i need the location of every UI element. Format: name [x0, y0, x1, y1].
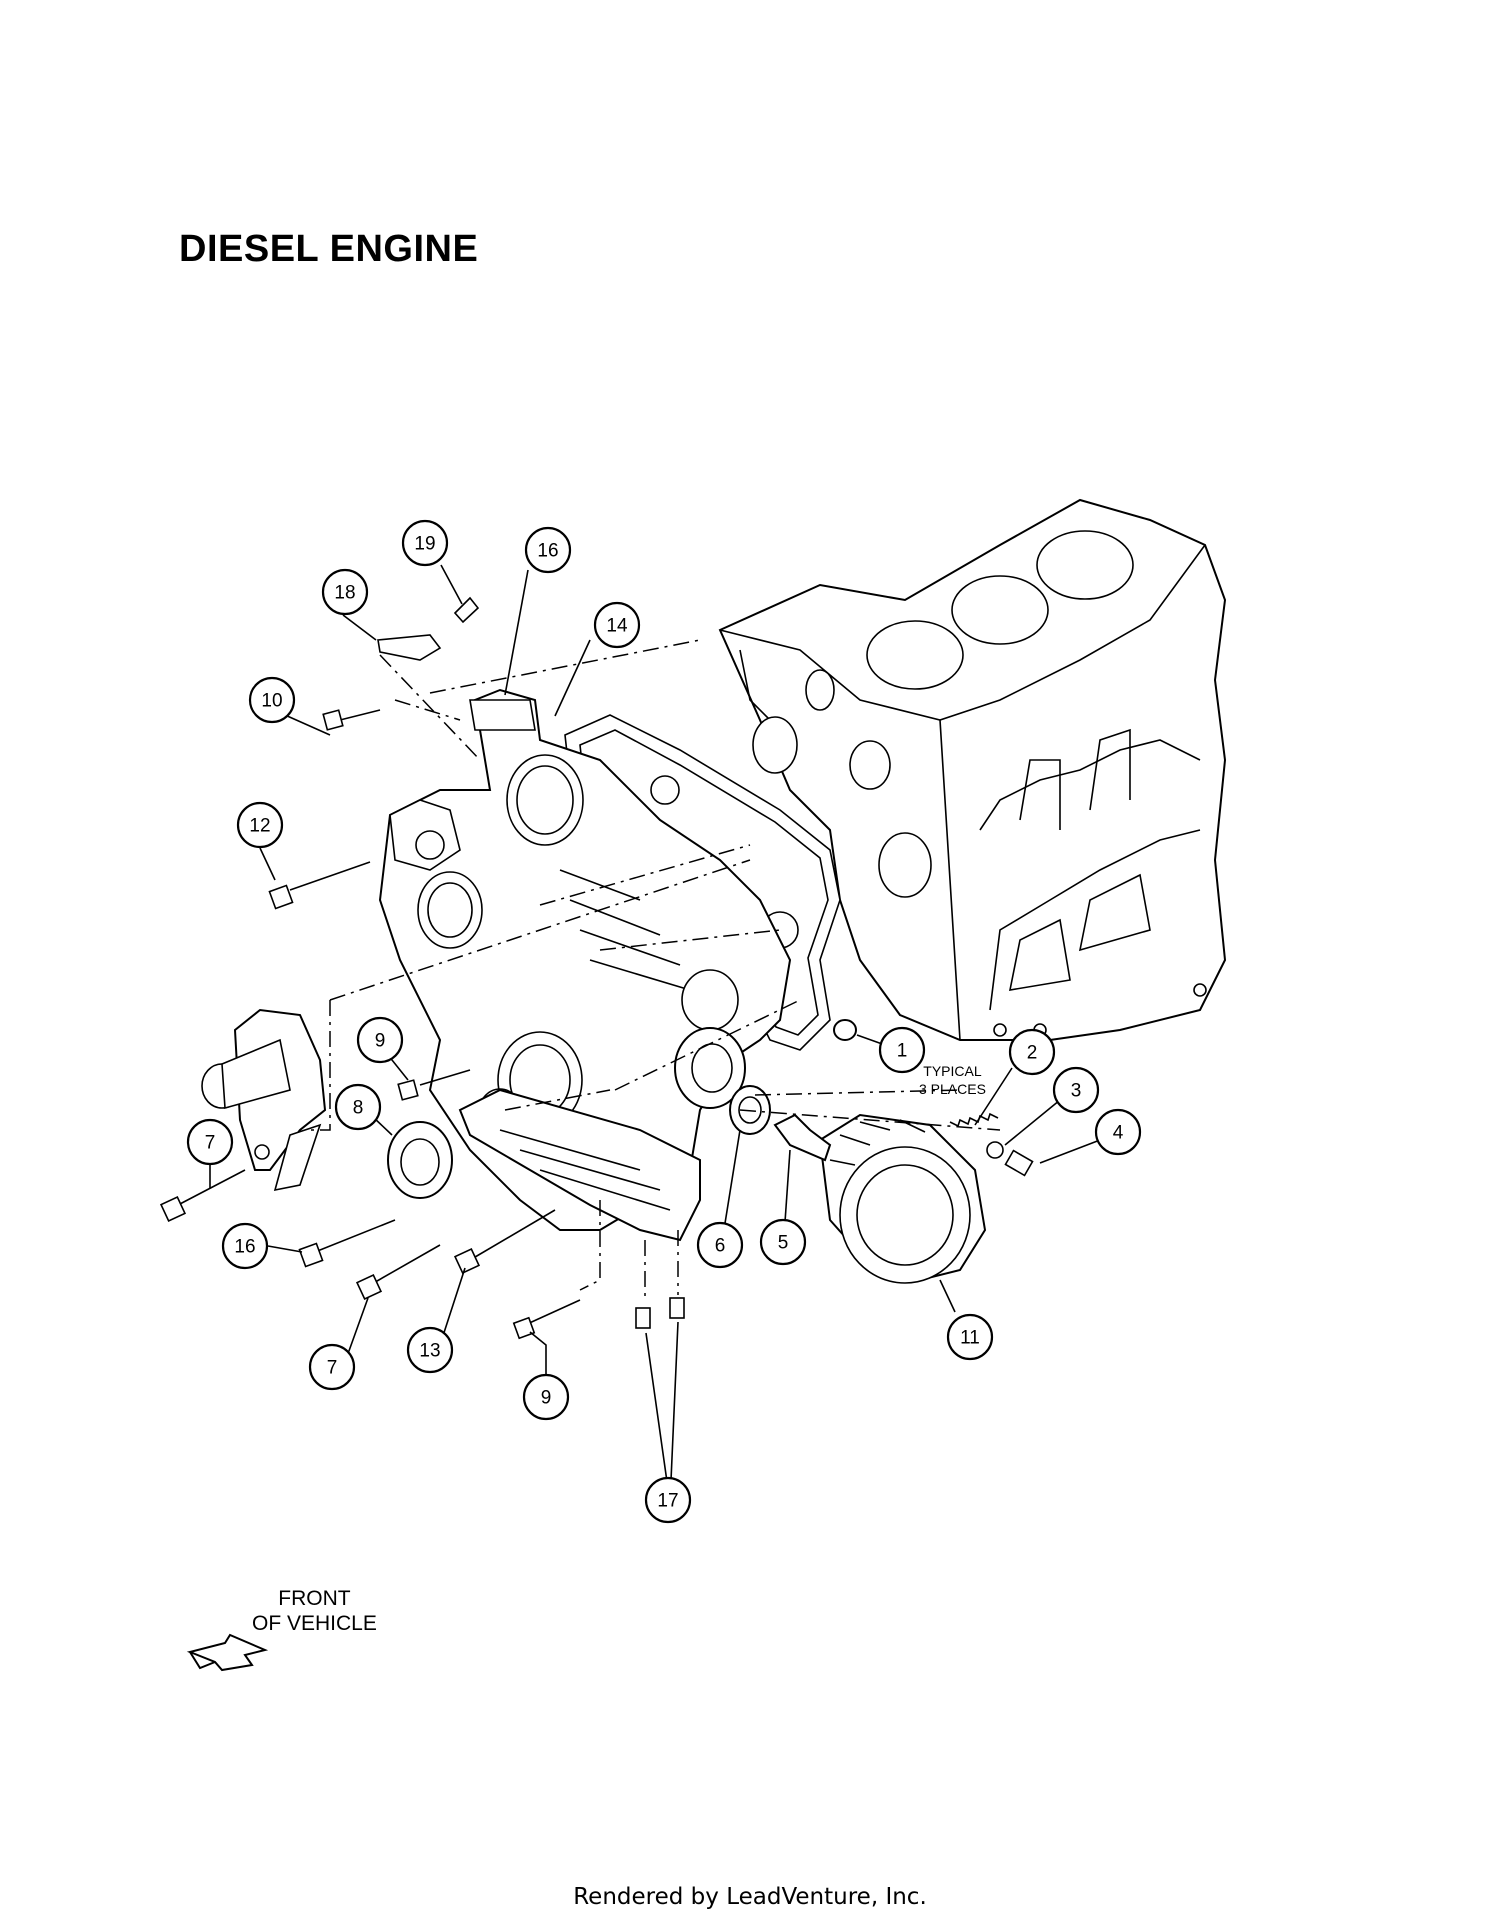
svg-text:7: 7 — [327, 1358, 338, 1379]
callout-1[interactable]: 1 — [878, 1026, 926, 1074]
callout-5[interactable]: 5 — [759, 1218, 807, 1266]
callout-9-lower[interactable]: 9 — [522, 1373, 570, 1421]
callout-18[interactable]: 18 — [321, 568, 369, 616]
callout-2[interactable]: 2 — [1008, 1028, 1056, 1076]
callout-6[interactable]: 6 — [696, 1221, 744, 1269]
svg-text:10: 10 — [261, 691, 282, 712]
front-arrow-icon — [186, 1633, 269, 1672]
callout-7-left[interactable]: 7 — [186, 1118, 234, 1166]
typical-line1: TYPICAL — [923, 1063, 982, 1079]
svg-text:12: 12 — [249, 816, 270, 837]
callout-16-top[interactable]: 16 — [524, 526, 572, 574]
svg-text:7: 7 — [205, 1133, 216, 1154]
svg-text:16: 16 — [234, 1237, 255, 1258]
callout-12[interactable]: 12 — [236, 801, 284, 849]
callout-19[interactable]: 19 — [401, 519, 449, 567]
callout-8[interactable]: 8 — [334, 1083, 382, 1131]
front-line1: FRONT — [278, 1587, 351, 1610]
svg-text:8: 8 — [353, 1098, 364, 1119]
callout-7-bottom[interactable]: 7 — [308, 1343, 356, 1391]
typical-line2: 3 PLACES — [919, 1081, 986, 1097]
svg-text:6: 6 — [715, 1236, 726, 1257]
callout-10[interactable]: 10 — [248, 676, 296, 724]
svg-text:17: 17 — [657, 1491, 678, 1512]
svg-text:1: 1 — [897, 1041, 908, 1062]
callout-17[interactable]: 17 — [644, 1476, 692, 1524]
callout-11[interactable]: 11 — [946, 1313, 994, 1361]
svg-text:18: 18 — [334, 583, 355, 604]
svg-text:14: 14 — [606, 616, 628, 637]
svg-text:13: 13 — [419, 1341, 440, 1362]
oil-filter — [818, 1113, 987, 1284]
callout-3[interactable]: 3 — [1052, 1066, 1100, 1114]
callout-4[interactable]: 4 — [1094, 1108, 1142, 1156]
assembly-lines — [310, 639, 1001, 1300]
svg-text:16: 16 — [537, 541, 558, 562]
svg-text:9: 9 — [541, 1388, 552, 1409]
svg-text:9: 9 — [375, 1031, 386, 1052]
callout-9-upper[interactable]: 9 — [356, 1016, 404, 1064]
callout-16-bottom[interactable]: 16 — [221, 1222, 269, 1270]
front-line2: OF VEHICLE — [252, 1612, 377, 1635]
oil-pan — [458, 1088, 701, 1242]
callout-14[interactable]: 14 — [593, 601, 641, 649]
callout-13[interactable]: 13 — [406, 1326, 454, 1374]
svg-text:11: 11 — [960, 1328, 980, 1349]
svg-text:19: 19 — [414, 534, 435, 555]
svg-text:5: 5 — [778, 1233, 789, 1254]
leader-lines — [209, 564, 1101, 1504]
svg-text:4: 4 — [1113, 1123, 1124, 1144]
engine-block — [718, 498, 1227, 1041]
front-of-vehicle-label: FRONT OF VEHICLE — [252, 1586, 377, 1636]
render-footer: Rendered by LeadVenture, Inc. — [573, 1884, 927, 1910]
typical-3-places-note: TYPICAL 3 PLACES — [919, 1062, 986, 1098]
svg-text:2: 2 — [1027, 1043, 1038, 1064]
svg-text:3: 3 — [1071, 1081, 1082, 1102]
part-callouts: 19 18 16 14 10 12 9 8 7 16 7 13 9 17 6 5… — [186, 519, 1142, 1524]
water-pump — [201, 1008, 327, 1192]
small-parts — [159, 596, 1034, 1340]
page-title: DIESEL ENGINE — [179, 228, 479, 270]
